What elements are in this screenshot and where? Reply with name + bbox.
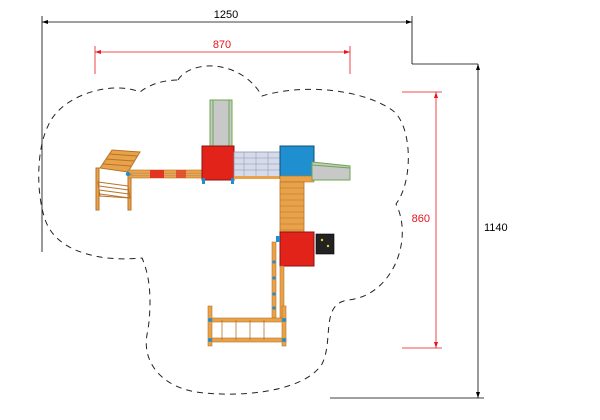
red-tower-west: [201, 145, 235, 184]
climbing-frame: [95, 149, 141, 211]
red-tower-south-roof: [279, 231, 315, 267]
overall-arrowheads: [42, 20, 480, 398]
red-tower-west-post: [231, 178, 234, 184]
climb-rung: [105, 158, 135, 162]
slide-east: [311, 161, 351, 181]
climb-rung: [99, 193, 131, 199]
climbing-rail-grip: [272, 276, 276, 280]
monkey-bars-joint: [208, 338, 212, 342]
red-arrow-bottom: [434, 342, 438, 348]
monkey-bars-post: [207, 305, 213, 347]
red-tower-west-roof: [201, 145, 235, 181]
wooden-walkway: [279, 181, 305, 237]
arrow-bottom: [476, 392, 480, 398]
overall-dimensions: [41, 16, 484, 399]
overall-height-label: 1140: [484, 222, 508, 234]
horizontal-beam: [125, 169, 205, 179]
arrow-top: [476, 64, 480, 70]
climbing-rail-grip: [272, 260, 276, 264]
red-tower-south-post: [276, 236, 280, 242]
red-arrow-left: [95, 50, 101, 54]
beam-bottom: [127, 174, 205, 179]
slide-north: [209, 99, 233, 149]
climb-rung: [98, 189, 130, 195]
chalkboard-dot: [320, 238, 324, 242]
climbing-rail-south: [271, 241, 285, 319]
net-bridge: [233, 151, 281, 179]
chalkboard-panel: [315, 233, 335, 255]
monkey-bars-joint: [282, 338, 286, 342]
slide-east-rail: [311, 164, 351, 169]
monkey-bars-joint: [208, 318, 212, 322]
net-bridge-rail: [234, 176, 280, 179]
monkey-bars-joint: [282, 318, 286, 322]
red-tower-west-post: [202, 178, 205, 184]
chalkboard-dot: [326, 244, 330, 248]
monkey-bars-bottom-rail: [209, 337, 287, 343]
red-arrow-top: [434, 92, 438, 98]
net-bridge-deck: [233, 151, 281, 179]
safety-zone-outline: [38, 65, 409, 395]
beam-red-accent: [150, 170, 164, 178]
climbing-rail-grip: [272, 306, 276, 310]
overall-width-label: 1250: [214, 9, 238, 21]
beam-top: [127, 169, 205, 175]
blue-tower-roof: [279, 145, 315, 179]
structure-dimensions: [94, 46, 442, 349]
arrow-left: [42, 20, 48, 24]
red-arrow-right: [344, 50, 350, 54]
monkey-bars: [207, 305, 287, 347]
play-structure: [95, 99, 351, 347]
red-tower-south: [276, 231, 315, 267]
beam-red-accent: [176, 170, 186, 178]
walkway-deck: [279, 181, 305, 237]
climbing-rail-grip: [272, 292, 276, 296]
climb-rung: [102, 163, 132, 167]
monkey-bars-post: [281, 305, 287, 347]
slide-east-bed: [311, 161, 351, 181]
structure-arrowheads: [95, 50, 438, 348]
structure-width-label: 870: [213, 39, 231, 51]
blue-tower: [279, 145, 315, 183]
climb-rung: [98, 185, 130, 191]
arrow-right: [406, 20, 412, 24]
climb-rung: [108, 153, 138, 157]
beam-blue-joint: [125, 171, 131, 177]
structure-height-label: 860: [412, 213, 430, 225]
blue-tower-deck: [279, 175, 315, 183]
monkey-bars-top-rail: [209, 317, 287, 323]
